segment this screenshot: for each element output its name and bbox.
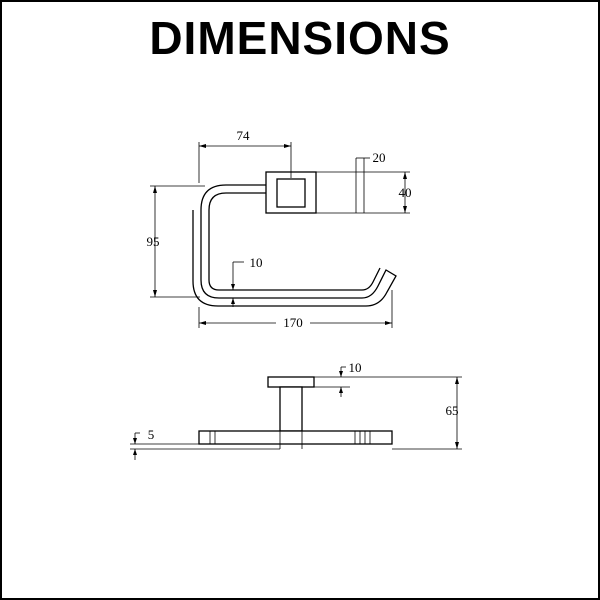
dim-74-arrow-left (199, 144, 206, 148)
dim-95-label: 95 (147, 234, 160, 249)
dim-95-arrow-bottom (153, 290, 157, 297)
side-flange-cap (267, 376, 315, 388)
dim-170-arrow-right (385, 321, 392, 325)
dim-side-10-label: 10 (349, 360, 362, 375)
dim-5-arrow-bottom (133, 449, 137, 455)
dim-40-arrow-top (403, 172, 407, 179)
holder-rod-outline (192, 184, 397, 307)
dim-40-label: 40 (399, 185, 412, 200)
dim-10-label: 10 (250, 255, 263, 270)
dim-170-arrow-left (199, 321, 206, 325)
dim-65-label: 65 (446, 403, 459, 418)
dim-74-arrow-right (284, 144, 291, 148)
side-stem (279, 386, 303, 432)
side-view: 10 65 5 (130, 360, 462, 460)
dim-170-label: 170 (283, 315, 303, 330)
dim-65-arrow-bottom (455, 442, 459, 449)
dim-side-10-arrow-bottom (339, 387, 343, 393)
dim-side-10-arrow-top (339, 371, 343, 377)
side-base-bar (198, 430, 393, 445)
dim-74-label: 74 (237, 128, 251, 143)
dim-5-arrow-top (133, 438, 137, 444)
mount-inner-square (276, 178, 306, 208)
dim-20-label: 20 (373, 150, 386, 165)
holder-rod-inner (208, 192, 381, 291)
dim-10-arrow-top (231, 284, 235, 290)
front-view: 74 20 40 95 10 170 (147, 128, 412, 330)
dim-95-arrow-top (153, 186, 157, 193)
dim-40-arrow-bottom (403, 206, 407, 213)
dim-5-label: 5 (148, 427, 155, 442)
dim-65-arrow-top (455, 377, 459, 384)
dim-170-label-bg (276, 316, 310, 330)
page-title: DIMENSIONS (149, 12, 451, 64)
dim-10-arrow-bottom (231, 298, 235, 304)
